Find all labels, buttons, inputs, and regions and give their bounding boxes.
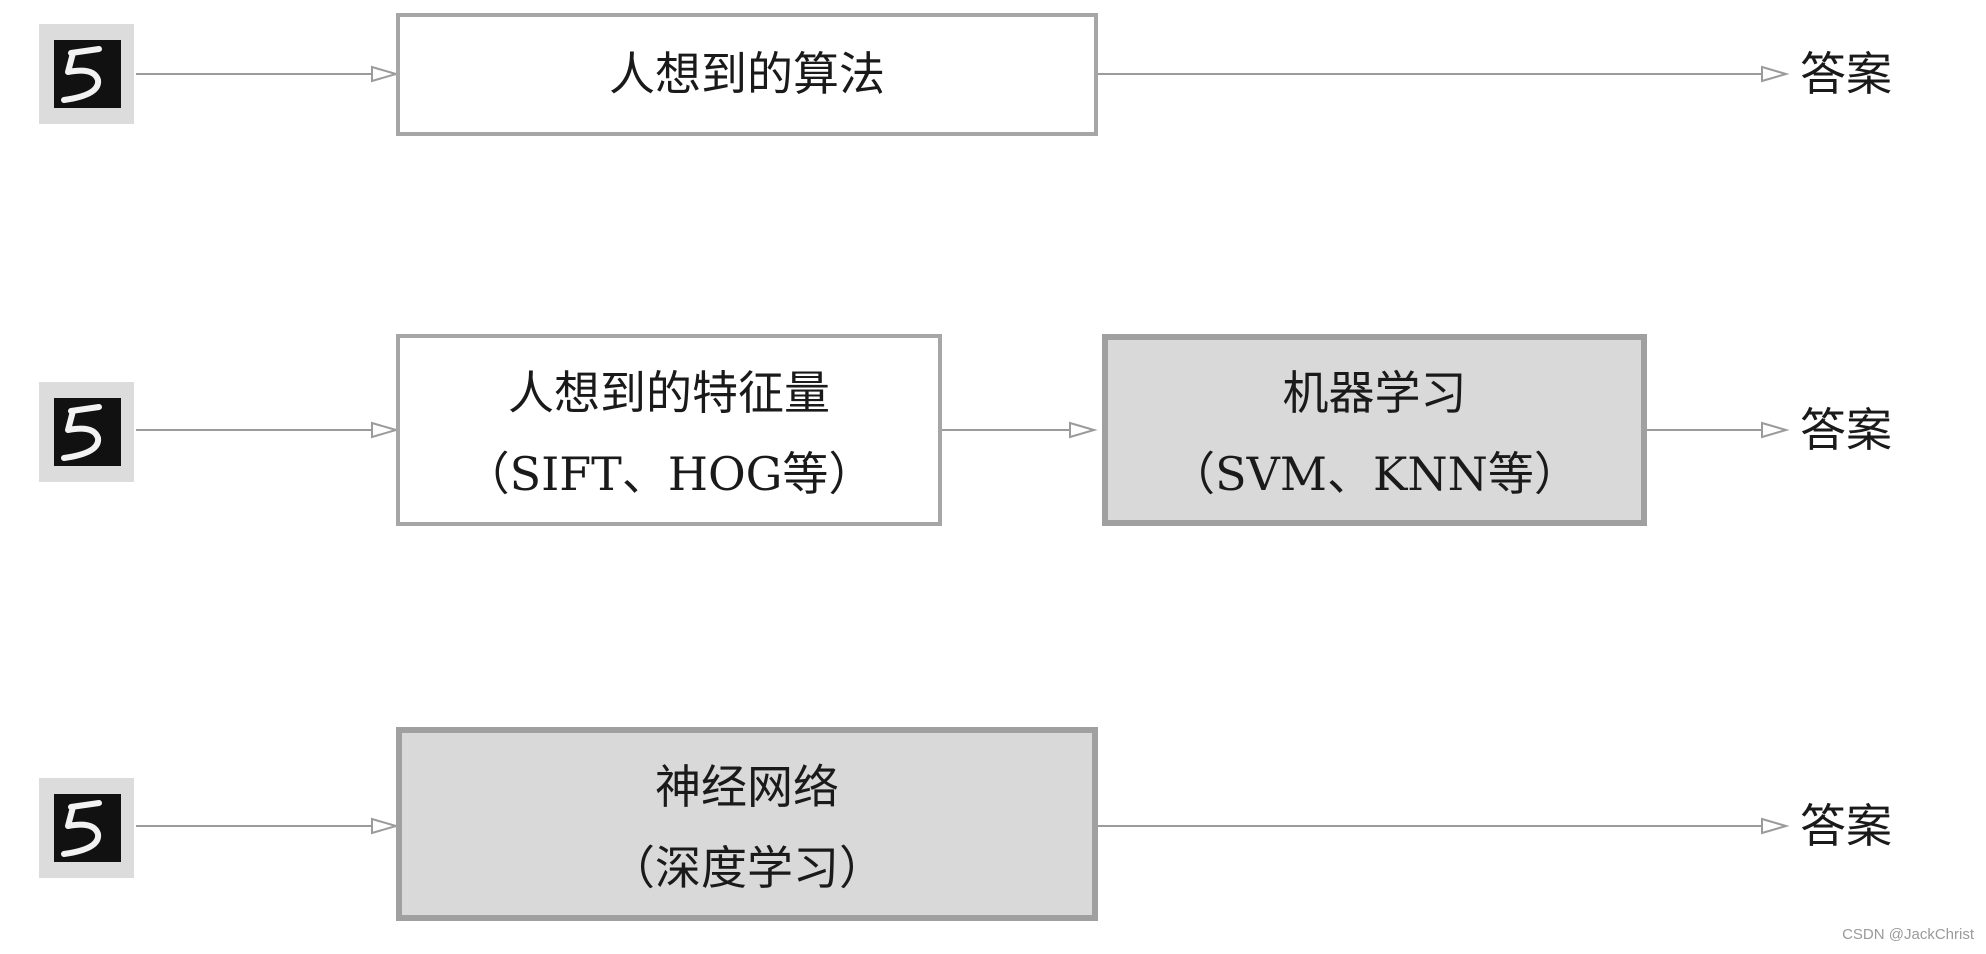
box-sublabel: （深度学习）	[609, 841, 885, 895]
input-digit-image	[39, 382, 134, 482]
box-label: 机器学习	[1282, 366, 1467, 420]
box-label: 神经网络	[655, 760, 839, 814]
arrow-row1-output	[1098, 65, 1790, 83]
box-label: 人想到的算法	[609, 47, 885, 101]
watermark: CSDN @JackChrist	[1842, 926, 1974, 943]
digit-five-icon	[54, 794, 121, 862]
hand-designed-algorithm-box: 人想到的算法	[396, 13, 1098, 136]
answer-label: 答案	[1800, 47, 1892, 101]
arrow-row2-input	[136, 421, 400, 439]
digit-five-icon	[54, 40, 121, 108]
answer-label: 答案	[1800, 403, 1892, 457]
machine-learning-box: 机器学习 （SVM、KNN等）	[1102, 334, 1647, 526]
box-sublabel: （SVM、KNN等）	[1169, 447, 1580, 501]
arrow-row2-output	[1647, 421, 1790, 439]
digit-five-icon	[54, 398, 121, 466]
arrow-row3-output	[1098, 817, 1790, 835]
arrow-row3-input	[136, 817, 400, 835]
box-label: 人想到的特征量	[508, 366, 830, 420]
box-sublabel: （SIFT、HOG等）	[463, 447, 875, 501]
hand-designed-features-box: 人想到的特征量 （SIFT、HOG等）	[396, 334, 942, 526]
arrow-row2-middle	[942, 421, 1098, 439]
answer-label: 答案	[1800, 799, 1892, 853]
input-digit-image	[39, 778, 134, 878]
neural-network-box: 神经网络 （深度学习）	[396, 727, 1098, 921]
input-digit-image	[39, 24, 134, 124]
arrow-row1-input	[136, 65, 400, 83]
